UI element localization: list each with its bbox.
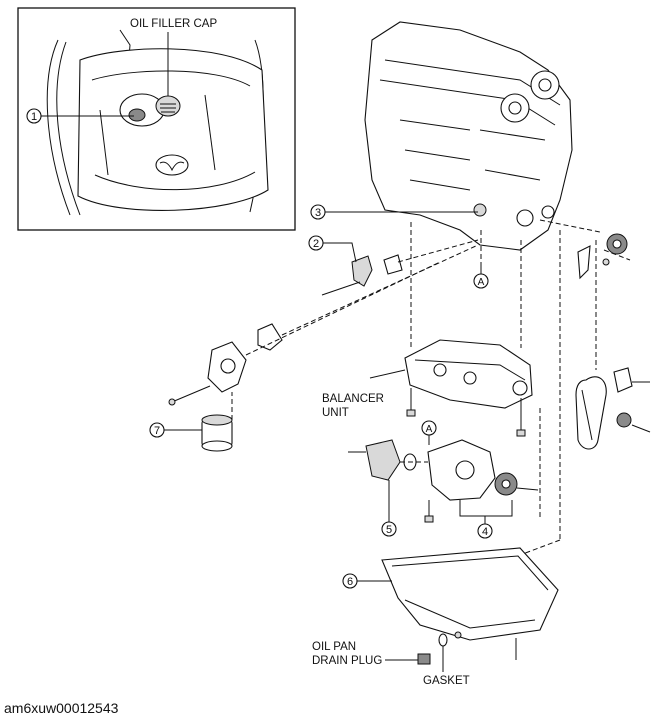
- part-7-oil-filter: 7: [149, 414, 233, 452]
- gasket-icon: [438, 633, 448, 647]
- ref-a-lower-text: A: [426, 424, 433, 435]
- callout-3: 3: [315, 207, 321, 219]
- crank-sprocket: [606, 233, 628, 255]
- part-5-oil-strainer: 5: [348, 439, 417, 537]
- oil-filler-cap-label: OIL FILLER CAP: [130, 18, 217, 30]
- engine-block: [364, 21, 573, 251]
- part-6-oil-pan: 6: [342, 547, 559, 660]
- assembly-dashed-lines: [231, 219, 631, 556]
- reference-mark-a-upper: A: [473, 266, 489, 289]
- oil-filler-port-icon: [128, 108, 146, 122]
- callout-5: 5: [386, 524, 392, 536]
- callout-2: 2: [313, 238, 319, 250]
- oil-pump-chain: [575, 367, 651, 450]
- callout-6: 6: [347, 576, 353, 588]
- callout-4: 4: [482, 526, 488, 538]
- drain-plug-gasket: OIL PAN DRAIN PLUG GASKET: [312, 633, 470, 687]
- callout-7: 7: [154, 425, 160, 437]
- part-4-oil-pump: 4: [424, 439, 539, 539]
- drain-plug-label-1: OIL PAN: [312, 641, 356, 653]
- figure-id: am6xuw00012543: [4, 700, 119, 716]
- callout-1: 1: [31, 111, 37, 123]
- ref-a-upper-text: A: [478, 277, 485, 288]
- drain-plug-label-2: DRAIN PLUG: [312, 655, 382, 667]
- drain-plug-icon: [417, 653, 431, 665]
- callout-3-group: 3: [310, 204, 478, 220]
- balancer-unit-label-2: UNIT: [322, 407, 349, 419]
- balancer-unit-label-1: BALANCER: [322, 393, 384, 405]
- oil-filter-adapter: [168, 323, 283, 406]
- part-2-bracket: 2: [308, 235, 403, 296]
- reference-mark-a-lower: A: [421, 420, 437, 445]
- balancer-unit: BALANCER UNIT: [322, 339, 533, 437]
- oil-filler-cap-icon: [155, 95, 181, 117]
- mazda-emblem-icon: [155, 154, 189, 176]
- chain-guide-bracket: [577, 245, 610, 280]
- gasket-label: GASKET: [423, 675, 470, 687]
- inset-engine-cover: OIL FILLER CAP 1: [17, 7, 296, 231]
